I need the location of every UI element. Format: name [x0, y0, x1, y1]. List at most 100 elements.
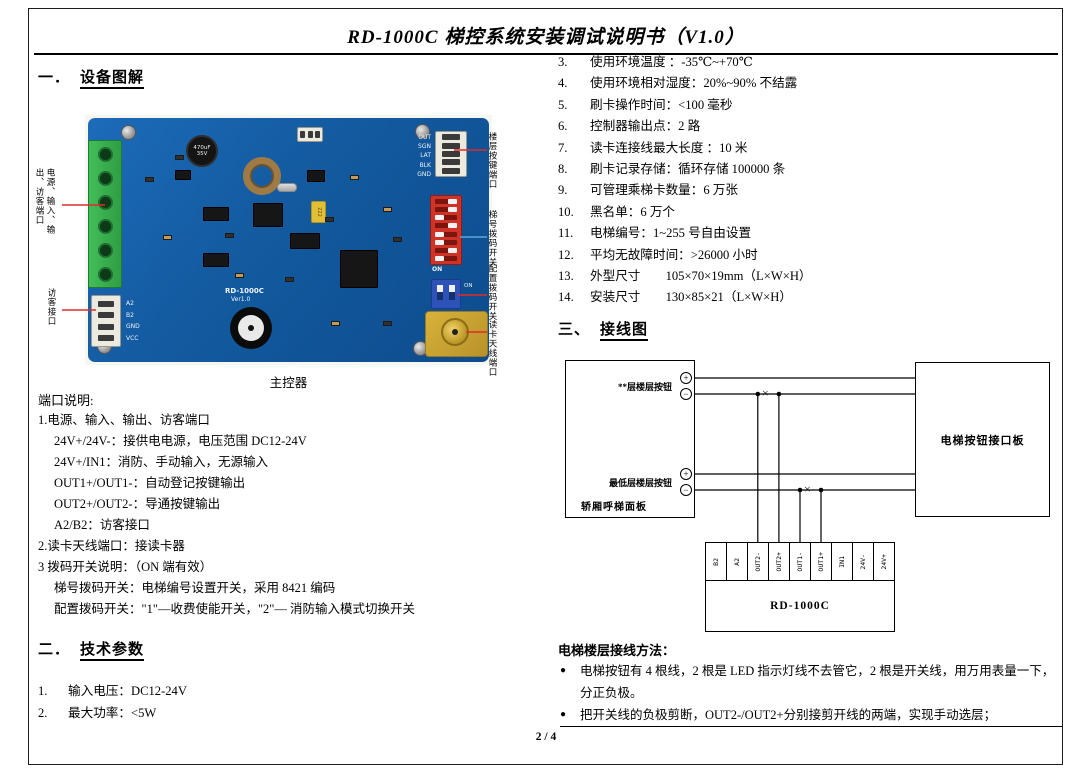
green-terminal-block: [88, 140, 122, 288]
item-text: 刷卡操作时间：<100 毫秒: [590, 97, 733, 112]
figure-caption: 主控器: [269, 376, 308, 390]
item-number: 8.: [558, 162, 568, 177]
tech-item: 5.刷卡操作时间：<100 毫秒: [558, 95, 1062, 116]
smd-component: [175, 155, 184, 160]
footer-rule: [560, 726, 1062, 727]
port-line: 3 拨码开关说明：（ON 端有效）: [38, 560, 213, 574]
connector-pin: [442, 159, 460, 166]
mainboard-photo: A2 B2 GND VCC 470uF 35V 222: [85, 115, 492, 365]
item-text: 可管理乘梯卡数量：6 万张: [590, 183, 738, 198]
controller-box: B2 A2 OUT2- OUT2+ OUT1- OUT1+ IN1 24V- 2…: [705, 542, 895, 632]
smd-component: [393, 237, 402, 242]
list-item: 电梯按钮有 4 根线，2 根是 LED 指示灯线不去管它，2 根是开关线，用万用…: [558, 660, 1062, 704]
controller-label: RD-1000C: [770, 599, 830, 612]
connector-pin: [314, 130, 320, 139]
floor-button-connector: [435, 131, 467, 177]
item-text: 最大功率：<5W: [68, 706, 157, 720]
tech-item: 8.刷卡记录存储：循环存储 100000 条: [558, 159, 1062, 180]
port-desc-list: 1.电源、输入、输出、访客端口 24V+/24V-：接供电电源，电压范围 DC1…: [38, 410, 526, 620]
item-number: 4.: [558, 76, 568, 91]
terminal-label: OUT2+: [775, 551, 783, 572]
page-number: 2 / 4: [535, 731, 557, 743]
terminal-label: OUT1-: [796, 551, 804, 572]
film-capacitor: 222: [311, 201, 326, 223]
terminal-label: 24V+: [880, 553, 888, 570]
port-line: 24V+/24V-：接供电电源，电压范围 DC12-24V: [54, 434, 307, 448]
item-number: 12.: [558, 247, 574, 262]
terminal-cell: OUT2+: [769, 543, 790, 580]
smd-component: [163, 235, 172, 240]
item-number: 1.: [38, 684, 48, 698]
tech-item: 4. 使用环境相对湿度：20%~90% 不结露: [558, 73, 1062, 94]
terminal-cell: IN1: [832, 543, 853, 580]
connector-pin: [442, 134, 460, 141]
smd-component: [145, 177, 154, 182]
car-call-panel-box: [565, 360, 695, 518]
item-text: 外型尺寸 105×70×19mm（L×W×H）: [590, 269, 812, 284]
capacitor-code: 222: [315, 207, 322, 217]
smd-component: [235, 273, 244, 278]
smd-component: [325, 217, 334, 222]
connector-pin: [97, 301, 115, 308]
terminal-label: A2: [733, 557, 741, 566]
terminal-cell: 24V+: [874, 543, 894, 580]
tech-item: 10.黑名单：6 万个: [558, 202, 1062, 223]
minus-terminal: −: [680, 388, 692, 400]
item-text: 使用环境温度 ：-35℃~+70℃: [590, 55, 753, 69]
connector-pin: [97, 334, 115, 341]
pin-label: LAT: [420, 152, 431, 160]
item-number: 6.: [558, 119, 568, 134]
pin-label: SGN: [418, 143, 431, 151]
terminal-screw: [98, 171, 113, 186]
smd-component: [285, 277, 294, 282]
port-line: 2.读卡天线端口：接读卡器: [38, 539, 185, 553]
item-text: 使用环境相对湿度：20%~90% 不结露: [590, 76, 798, 91]
terminal-screw: [98, 219, 113, 234]
terminal-label: OUT2-: [754, 551, 762, 572]
page-frame: [28, 8, 1063, 765]
wiring-method-list: 电梯按钮有 4 根线，2 根是 LED 指示灯线不去管它，2 根是开关线，用万用…: [558, 660, 1062, 726]
ic-chip: [203, 207, 229, 221]
plus-terminal: +: [680, 468, 692, 480]
tech-item: 7.读卡连接线最大长度 ：10 米: [558, 138, 1062, 159]
visitor-pin-labels: A2 B2 GND VCC: [126, 298, 140, 344]
item-number: 2.: [38, 706, 48, 720]
wiring-method-heading: 电梯楼层接线方法：: [558, 643, 676, 658]
buzzer-hole: [248, 325, 254, 331]
silkscreen-model: RD-1000C: [225, 287, 264, 295]
section-1-heading: 一．设备图解: [38, 66, 145, 89]
connector-pin: [442, 167, 460, 174]
port-line: A2/B2：访客接口: [54, 518, 150, 532]
terminal-screw: [98, 243, 113, 258]
connector-pin: [307, 130, 313, 139]
item-number: 11.: [558, 226, 574, 241]
dip-on-label: ON: [464, 283, 473, 289]
item-text: 控制器输出点：2 路: [590, 119, 701, 134]
item-number: 3.: [558, 55, 568, 69]
minus-terminal: −: [680, 484, 692, 496]
elevator-number-dip-switch: [430, 195, 462, 265]
dip-on-label: ON: [432, 266, 443, 273]
item-text: 安装尺寸 130×85×21（L×W×H）: [590, 290, 792, 305]
mounting-screw: [415, 124, 430, 139]
terminal-strip: B2 A2 OUT2- OUT2+ OUT1- OUT1+ IN1 24V- 2…: [706, 543, 894, 581]
pcb-board: [88, 118, 489, 362]
capacitor-voltage: 35V: [196, 151, 208, 157]
section-2-heading: 二． 技术参数: [38, 638, 145, 661]
item-number: 10.: [558, 204, 574, 219]
terminal-label: IN1: [838, 555, 846, 568]
tech-item: 14.安装尺寸 130×85×21（L×W×H）: [558, 287, 1062, 308]
connector-pin: [442, 142, 460, 149]
ic-chip: [175, 170, 191, 180]
buzzer: [230, 307, 272, 349]
small-connector: [297, 127, 323, 142]
callout-power-io-port: 电源、输入、输出、访客端口: [35, 168, 56, 235]
terminal-label: B2: [712, 557, 720, 566]
section-2-label: 技术参数: [80, 642, 145, 661]
ic-chip: [253, 203, 283, 227]
section-2-number: 二．: [38, 642, 71, 658]
terminal-cell: 24V-: [853, 543, 874, 580]
item-number: 13.: [558, 269, 574, 284]
callout-antenna-port: 读卡天线端口: [488, 320, 498, 377]
tech-item: 2. 最大功率：<5W: [38, 702, 518, 724]
